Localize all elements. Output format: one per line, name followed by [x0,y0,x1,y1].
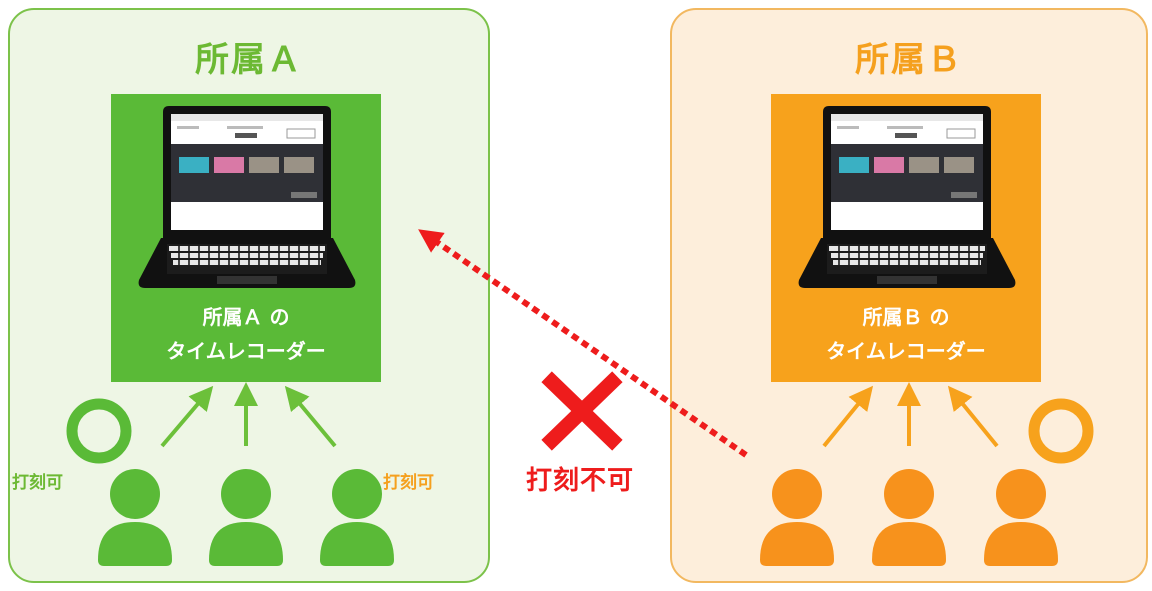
laptop-icon [138,106,356,288]
recorder-label-line1: 所属Ａ の [202,305,290,329]
ok-circle-icon [66,398,132,464]
person-icon [320,469,394,566]
person-icon [98,469,172,566]
denied-arrow [418,229,748,458]
ok-label: 打刻可 [12,473,63,493]
recorder-label-line2: タイムレコーダー [826,339,986,363]
denied-label: 打刻不可 [526,466,635,496]
arrow-icon [822,382,999,448]
affiliation-a-panel: 所属Ａ [8,8,490,583]
recorder-label-line2: タイムレコーダー [166,339,326,363]
laptop-icon [798,106,1016,288]
person-icon [872,469,946,566]
cross-icon [541,371,623,451]
affiliation-b-time-recorder: 所属Ｂ の タイムレコーダー [771,94,1041,382]
person-icon [209,469,283,566]
person-icon [760,469,834,566]
ok-circle-icon [1028,398,1094,464]
affiliation-b-title: 所属Ｂ [855,40,963,80]
affiliation-a-title: 所属Ａ [195,40,303,80]
person-icon [984,469,1058,566]
ok-label: 打刻可 [383,473,434,493]
arrow-icon [160,382,337,448]
recorder-label-line1: 所属Ｂ の [862,305,950,329]
affiliation-a-time-recorder: 所属Ａ の タイムレコーダー [111,94,381,382]
